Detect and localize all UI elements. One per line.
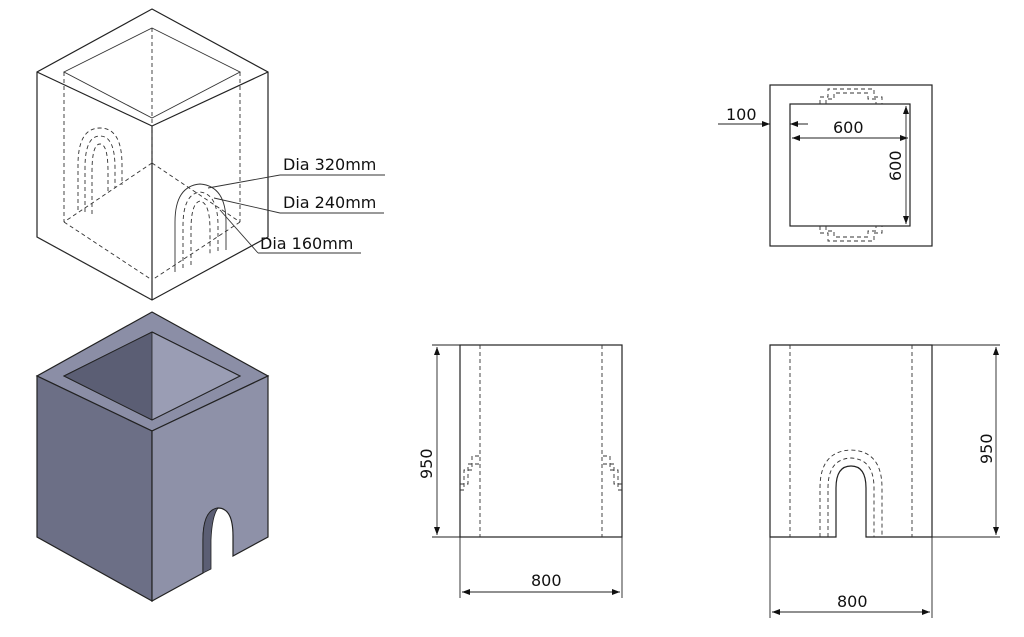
callout-dia-160: Dia 160mm [260, 234, 353, 253]
plan-dim-wall: 100 [726, 105, 757, 124]
wireframe-isometric-view: Dia 320mm Dia 240mm Dia 160mm [36, 8, 385, 301]
side-elevation-view: 950 800 [417, 344, 623, 598]
callout-dia-320: Dia 320mm [283, 155, 376, 174]
side-outline [459, 344, 623, 538]
side-dim-width: 800 [531, 571, 562, 590]
front-dim-height: 950 [977, 433, 996, 464]
front-elevation-view: 950 800 [769, 344, 1000, 618]
inner-opening [63, 27, 241, 119]
plan-dim-width: 600 [833, 118, 864, 137]
shaded-isometric-view [35, 311, 270, 603]
side-dim-height: 950 [417, 448, 436, 479]
plan-view: 600 100 600 [718, 84, 933, 247]
plan-outer [769, 84, 933, 247]
plan-dim-depth: 600 [886, 150, 905, 181]
front-dim-width: 800 [837, 592, 868, 611]
callout-dia-240: Dia 240mm [283, 193, 376, 212]
plan-inner [789, 103, 911, 227]
front-outline [769, 344, 933, 538]
